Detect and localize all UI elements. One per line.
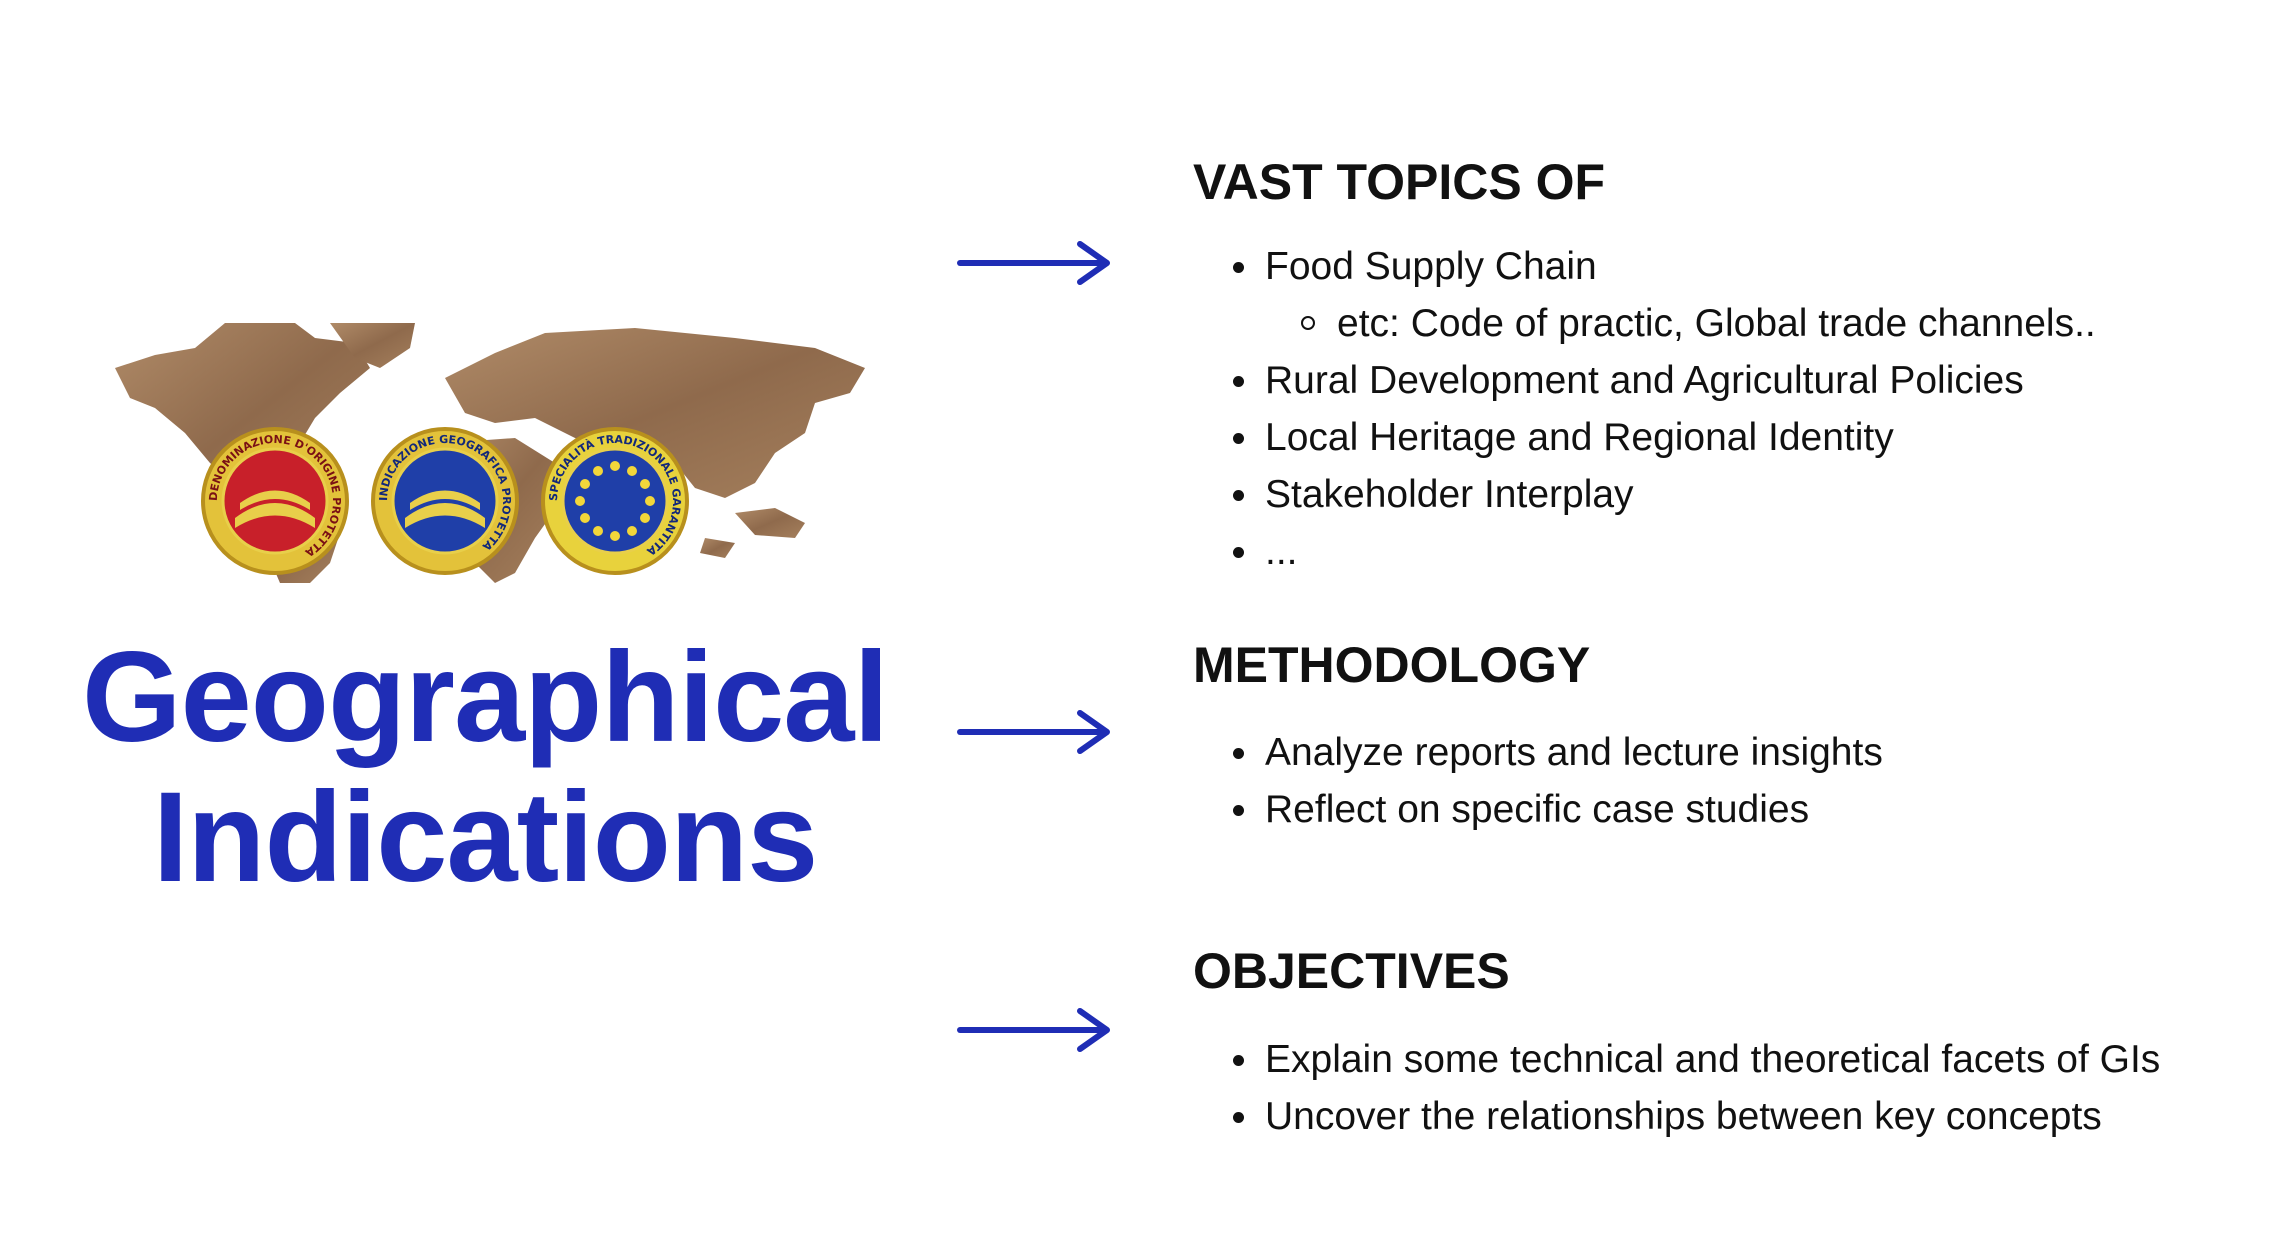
stg-seal-icon: SPECIALITÀ TRADIZIONALE GARANTITA (541, 427, 689, 575)
list-item: Explain some technical and theoretical f… (1233, 1031, 2160, 1088)
main-title-line2: Indications (152, 766, 819, 909)
list-item: Local Heritage and Regional Identity (1233, 409, 2096, 466)
list-item: Food Supply Chain (1233, 238, 2096, 295)
section-heading-objectives: OBJECTIVES (1193, 943, 1510, 999)
greenland-shape (330, 323, 415, 368)
world-map-image: DENOMINAZIONE D'ORIGINE PROTETTA INDICAZ… (115, 323, 865, 583)
world-map-with-eu-quality-seals-icon: DENOMINAZIONE D'ORIGINE PROTETTA INDICAZ… (115, 323, 865, 583)
eurasia-shape (445, 328, 865, 498)
list-item: Uncover the relationships between key co… (1233, 1088, 2160, 1145)
methodology-list: Analyze reports and lecture insights Ref… (1233, 724, 1883, 838)
list-item: Reflect on specific case studies (1233, 781, 1883, 838)
list-item: etc: Code of practic, Global trade chann… (1233, 295, 2096, 352)
list-item: Analyze reports and lecture insights (1233, 724, 1883, 781)
objectives-list: Explain some technical and theoretical f… (1233, 1031, 2160, 1145)
arrow-right-icon (957, 241, 1110, 285)
arrow-right-icon (957, 1008, 1110, 1052)
arrow-right-icon (957, 710, 1110, 754)
list-item: Stakeholder Interplay (1233, 466, 2096, 523)
main-title: Geographical Indications (60, 628, 910, 908)
islands-shape (735, 508, 805, 538)
list-item: Rural Development and Agricultural Polic… (1233, 352, 2096, 409)
section-heading-methodology: METHODOLOGY (1193, 637, 1591, 693)
list-item: ... (1233, 523, 2096, 580)
section-heading-vast-topics: VAST TOPICS OF (1193, 154, 1606, 210)
dop-seal-icon: DENOMINAZIONE D'ORIGINE PROTETTA (201, 427, 349, 575)
igp-seal-icon: INDICAZIONE GEOGRAFICA PROTETTA (371, 427, 519, 575)
north-america-shape (115, 323, 370, 523)
main-title-line1: Geographical (82, 626, 889, 769)
vast-topics-list: Food Supply Chain etc: Code of practic, … (1233, 238, 2096, 580)
